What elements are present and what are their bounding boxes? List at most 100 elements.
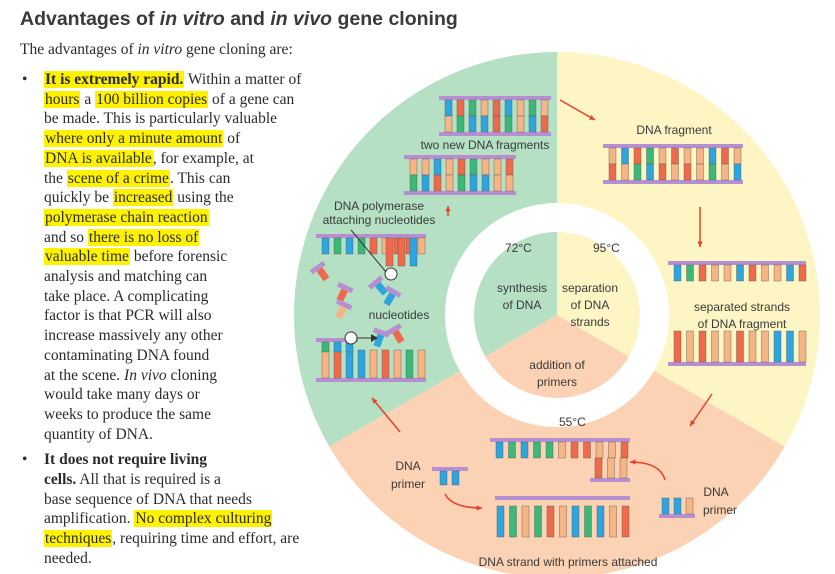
dna-backbone bbox=[432, 467, 468, 471]
nucleotide-base bbox=[385, 237, 394, 267]
dna-backbone bbox=[590, 478, 630, 482]
nucleotide-base bbox=[540, 115, 549, 133]
nucleotide-base bbox=[468, 115, 477, 133]
nucleotide-base bbox=[397, 237, 406, 267]
nucleotide-base bbox=[711, 330, 719, 363]
nucleotide-base bbox=[711, 264, 719, 282]
nucleotide-base bbox=[721, 147, 729, 165]
nucleotide-base bbox=[698, 264, 707, 282]
nucleotide-base bbox=[620, 441, 629, 459]
nucleotide-base bbox=[607, 457, 615, 479]
nucleotide-base bbox=[696, 147, 704, 165]
nucleotide-base bbox=[761, 330, 769, 363]
nucleotide-base bbox=[409, 237, 418, 267]
nucleotide-base bbox=[333, 341, 342, 353]
text-line: where only a minute amount of bbox=[44, 129, 350, 149]
text-line: weeks to produce the same bbox=[44, 405, 350, 425]
text-segment: amplification. bbox=[44, 510, 135, 528]
text-line: increase massively any other bbox=[44, 326, 350, 346]
text-line: factor is that PCR will also bbox=[44, 306, 350, 326]
text-segment: the bbox=[44, 169, 67, 187]
nucleotide-base bbox=[686, 264, 694, 282]
nucleotide-base bbox=[608, 147, 617, 165]
nucleotide-base bbox=[546, 505, 555, 538]
text-segment: would take many days or bbox=[44, 386, 200, 404]
text-segment: cells. bbox=[44, 471, 77, 489]
text-segment: base sequence of DNA that needs bbox=[44, 490, 252, 508]
nucleotide-base bbox=[493, 158, 502, 176]
temp-95-label: 95°C bbox=[593, 241, 620, 255]
text-segment: using the bbox=[173, 189, 234, 207]
nucleotide-base bbox=[433, 158, 442, 176]
nucleotide-base bbox=[481, 174, 490, 192]
text-line: cells. All that is required is a bbox=[44, 470, 350, 490]
nucleotide-sugar bbox=[336, 281, 354, 294]
nucleotide-base bbox=[646, 147, 654, 165]
highlighted-text: there is no loss of bbox=[87, 228, 200, 246]
nucleotide-base bbox=[393, 349, 402, 379]
arrow-to-synthesis bbox=[371, 397, 401, 433]
text-line: base sequence of DNA that needs bbox=[44, 490, 350, 510]
bullet-symbol: • bbox=[22, 71, 28, 88]
nucleotide-base bbox=[595, 441, 604, 459]
nucleotide-base bbox=[570, 441, 579, 459]
nucleotide-base bbox=[383, 292, 396, 307]
text-segment: before forensic bbox=[129, 248, 228, 266]
nucleotide-base bbox=[495, 441, 504, 459]
nucleotide-base bbox=[673, 497, 682, 515]
nucleotide-base bbox=[374, 281, 389, 296]
nucleotide-base bbox=[505, 174, 514, 192]
nucleotide-sugar bbox=[309, 260, 326, 275]
nucleotide-base bbox=[698, 330, 707, 363]
nucleotide-base bbox=[405, 349, 414, 379]
nucleotide-base bbox=[646, 163, 654, 181]
loose-nucleotide bbox=[372, 327, 390, 348]
nucleotide-base bbox=[736, 330, 744, 363]
dna-strands bbox=[309, 96, 807, 538]
text-line: analysis and matching can bbox=[44, 267, 350, 287]
nucleotide-base bbox=[392, 329, 405, 344]
nucleotide-base bbox=[633, 147, 642, 165]
nucleotide-base bbox=[733, 163, 742, 181]
nucleotide-base bbox=[736, 264, 744, 282]
dna-backbone bbox=[659, 514, 695, 518]
text-segment: cloning bbox=[166, 366, 218, 384]
temp-72-label: 72°C bbox=[505, 241, 532, 255]
nucleotide-base bbox=[671, 163, 679, 181]
nucleotide-base bbox=[369, 349, 378, 379]
text-segment: at the scene. bbox=[44, 366, 125, 384]
dna-backbone bbox=[439, 132, 551, 136]
text-line: take place. A complicating bbox=[44, 287, 350, 307]
text-line: polymerase chain reaction bbox=[44, 208, 350, 228]
advantages-list: • It is extremely rapid. Within a matter … bbox=[20, 70, 350, 569]
nucleotide-base bbox=[321, 341, 330, 353]
nucleotide-base bbox=[469, 158, 478, 176]
dna-fragment-label: DNA fragment bbox=[636, 123, 712, 137]
temp-55-label: 55°C bbox=[559, 415, 586, 429]
dna-polymerase-icon bbox=[384, 267, 398, 281]
nucleotide-base bbox=[621, 147, 629, 165]
highlighted-text: valuable time bbox=[44, 248, 130, 266]
highlighted-text: hours bbox=[44, 90, 81, 108]
text-segment: quickly be bbox=[44, 189, 113, 207]
nucleotide-base bbox=[773, 330, 782, 363]
dna-backbone bbox=[316, 378, 426, 382]
text-segment: take place. A complicating bbox=[44, 287, 209, 305]
text-line: It is extremely rapid. Within a matter o… bbox=[44, 70, 350, 90]
loose-nucleotide bbox=[367, 275, 389, 296]
cycle-arrows bbox=[371, 99, 713, 511]
text-line: contaminating DNA found bbox=[44, 346, 350, 366]
text-segment: weeks to produce the same bbox=[44, 405, 211, 423]
nucleotide-base bbox=[533, 441, 541, 459]
highlighted-text: 100 billion copies bbox=[95, 90, 209, 108]
text-line: the scene of a crime. This can bbox=[44, 169, 350, 189]
nucleotide-base bbox=[671, 147, 679, 165]
text-line: valuable time before forensic bbox=[44, 247, 350, 267]
nucleotide-base bbox=[608, 441, 616, 459]
nucleotide-base bbox=[748, 330, 757, 363]
nucleotide-base bbox=[773, 264, 782, 282]
dna-backbone bbox=[496, 496, 526, 500]
